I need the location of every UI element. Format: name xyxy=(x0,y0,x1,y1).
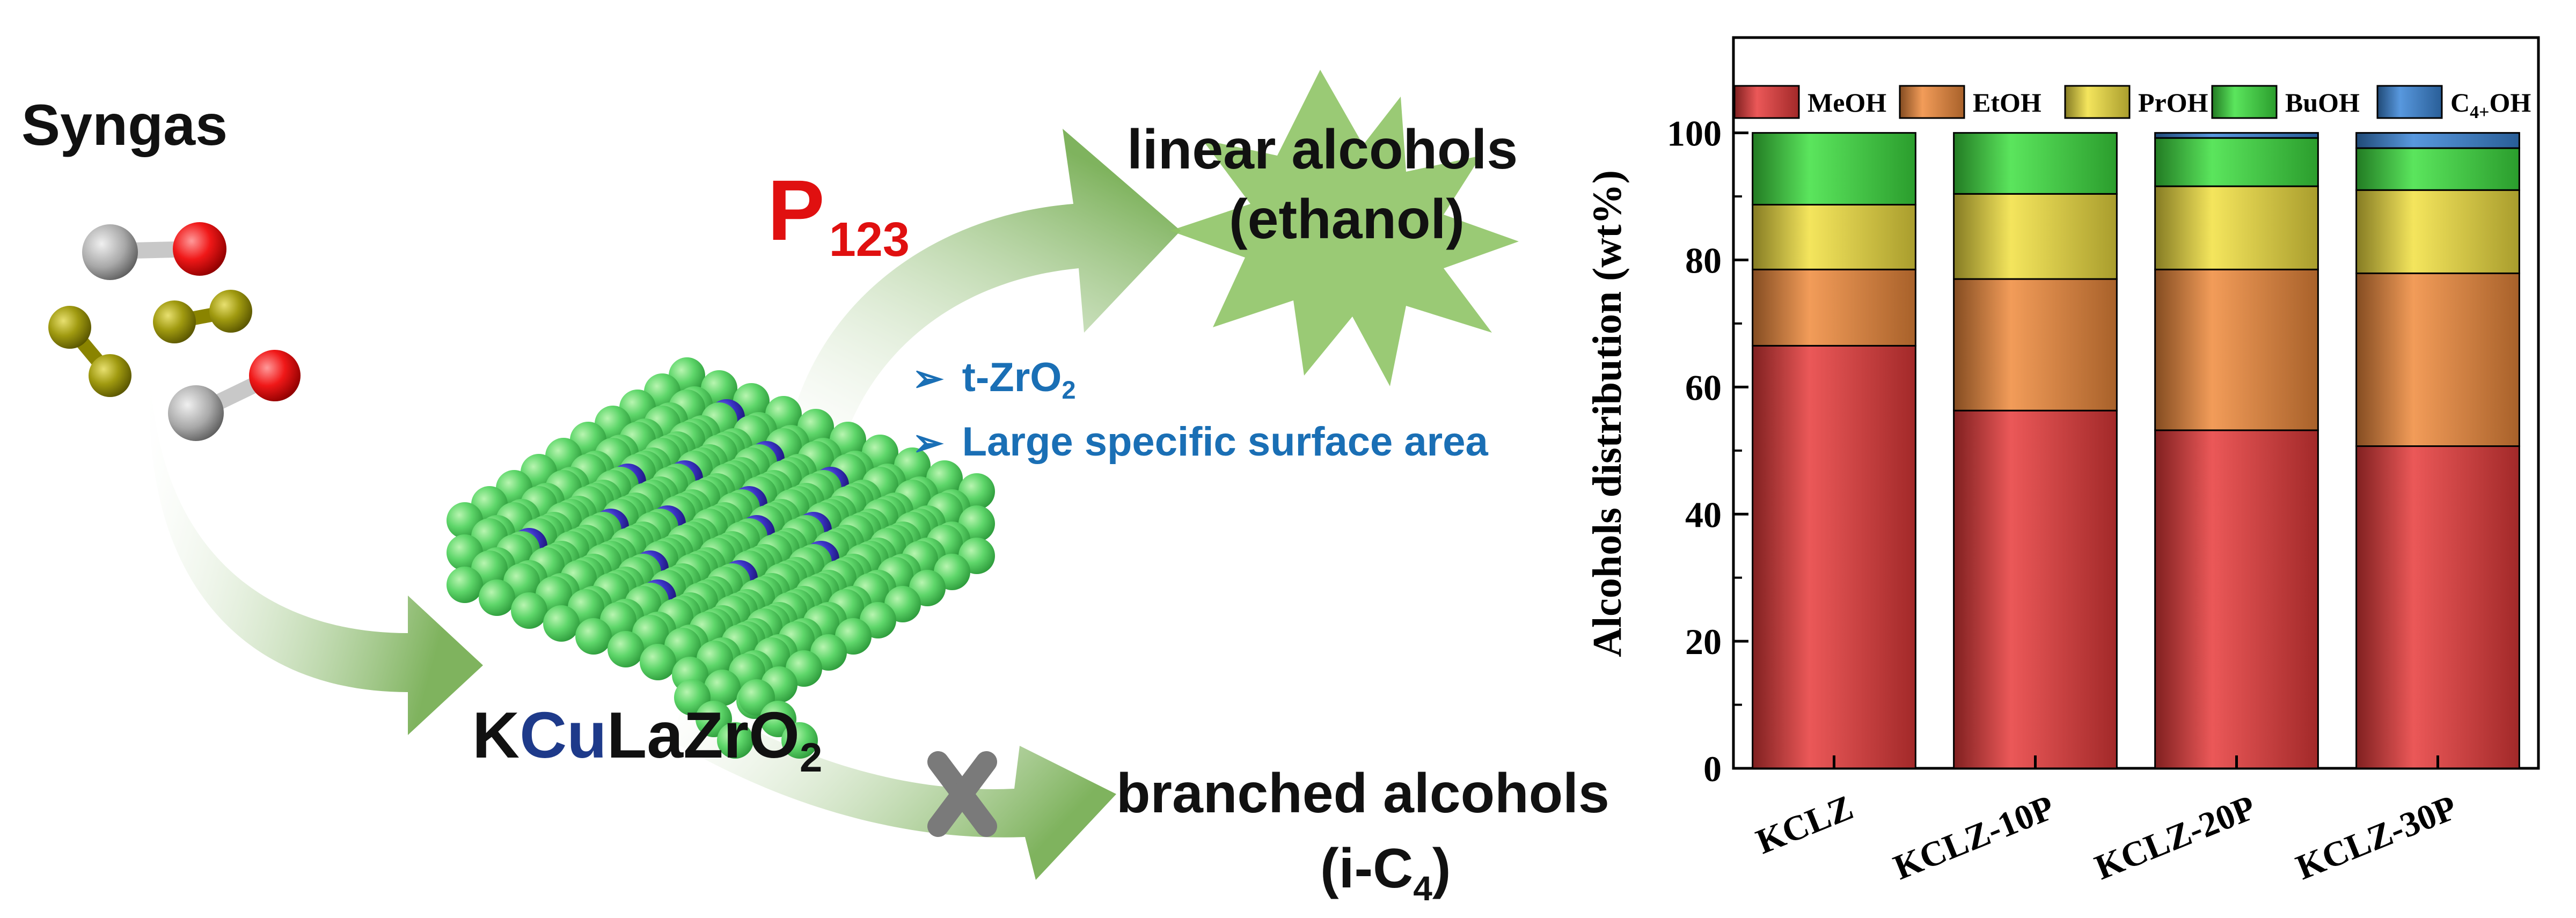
support-atom-icon xyxy=(479,579,515,616)
bar-segment-etoh xyxy=(1953,278,2118,412)
x-tick-label: KCLZ xyxy=(1751,788,1858,862)
branched-alcohols-label: branched alcohols xyxy=(1116,762,1609,825)
support-atom-icon xyxy=(608,631,644,667)
bar-segment-buoh xyxy=(1953,132,2118,195)
p123-main: P xyxy=(767,162,825,258)
legend-swatch xyxy=(1733,85,1800,119)
ethanol-starburst-icon xyxy=(1170,70,1519,386)
p123-subscript: 123 xyxy=(829,213,910,267)
catalyst-label: KCuLaZrO2 xyxy=(472,697,822,781)
legend-swatch xyxy=(2376,85,2443,119)
catalyst-subscript: 2 xyxy=(800,735,823,781)
plot-frame xyxy=(1732,36,2540,770)
bar-segment-buoh xyxy=(1752,132,1916,205)
x-tick-label: KCLZ-20P xyxy=(2089,788,2261,887)
legend-swatch xyxy=(2211,85,2278,119)
support-atom-icon xyxy=(543,605,580,642)
x-tick-label: KCLZ-30P xyxy=(2290,788,2462,887)
y-tick-label: 60 xyxy=(1685,367,1722,408)
x-tick-label: KCLZ-10P xyxy=(1888,788,2060,887)
iso-c4-pre: (i-C xyxy=(1320,838,1414,900)
feature-text: t-ZrO xyxy=(962,355,1062,400)
bar-segment-proh xyxy=(1953,193,2118,280)
feature-text: Large specific surface area xyxy=(962,419,1488,465)
legend-label: BuOH xyxy=(2285,87,2360,117)
support-atom-icon xyxy=(704,670,741,706)
feature-tzro2: ➢ t-ZrO2 xyxy=(912,354,1076,405)
bar-segment-meoh xyxy=(1953,409,2118,769)
legend-label: C4+OH xyxy=(2450,87,2531,122)
bar-segment-buoh xyxy=(2355,147,2520,191)
feature-surface-area: ➢ Large specific surface area xyxy=(912,418,1488,465)
h2-molecule-icon xyxy=(153,290,252,343)
syngas-to-catalyst-arrow xyxy=(149,376,483,735)
support-atom-icon xyxy=(717,722,753,759)
support-atom-icon xyxy=(511,592,547,629)
y-tick-label: 0 xyxy=(1703,748,1722,789)
blocked-cross-icon xyxy=(927,751,997,837)
bar-segment-proh xyxy=(2355,189,2520,274)
bar-segment-buoh xyxy=(2154,137,2319,187)
co-molecule-icon xyxy=(168,350,301,441)
y-tick-label: 100 xyxy=(1667,113,1722,154)
bar-segment-meoh xyxy=(2154,429,2319,769)
iso-c4-label: (i-C4) xyxy=(1320,837,1451,908)
legend-swatch xyxy=(1899,85,1965,119)
legend-label: MeOH xyxy=(1807,87,1886,117)
syngas-label: Syngas xyxy=(21,92,228,157)
y-tick-label: 20 xyxy=(1685,621,1722,662)
bar-segment-etoh xyxy=(2355,272,2520,447)
y-tick-label: 80 xyxy=(1685,240,1722,281)
reaction-scheme xyxy=(48,70,1519,880)
bar-segment-proh xyxy=(2154,185,2319,270)
catalyst-particle-icon xyxy=(447,357,995,759)
bar-segment-etoh xyxy=(2154,268,2319,431)
catalyst-cu: Cu xyxy=(519,699,607,772)
iso-c4-post: ) xyxy=(1432,838,1451,900)
support-atom-icon xyxy=(640,644,676,680)
p123-label: P123 xyxy=(767,161,910,268)
support-atom-icon xyxy=(447,567,483,603)
catalyst-rest: LaZrO xyxy=(606,699,800,772)
iso-c4-sub: 4 xyxy=(1413,869,1432,908)
feature-subscript: 2 xyxy=(1062,376,1076,405)
legend-swatch xyxy=(2064,85,2131,119)
support-atom-icon xyxy=(781,722,818,759)
arrowhead-bullet-icon: ➢ xyxy=(912,422,944,464)
y-tick-label: 40 xyxy=(1685,494,1722,535)
bar-segment-meoh xyxy=(2355,445,2520,769)
bar-segment-c4plusoh xyxy=(2154,132,2319,139)
support-atom-icon xyxy=(575,618,612,655)
branched-product-arrow xyxy=(671,692,1116,880)
linear-product-arrow xyxy=(789,129,1181,461)
catalyst-k: K xyxy=(472,699,520,772)
bar-segment-meoh xyxy=(1752,344,1916,769)
bar-segment-proh xyxy=(1752,203,1916,270)
arrowhead-bullet-icon: ➢ xyxy=(912,357,944,399)
h2-molecule-icon xyxy=(48,306,131,397)
bar-segment-etoh xyxy=(1752,268,1916,347)
linear-alcohols-label: linear alcohols xyxy=(1127,119,1518,181)
legend-label: PrOH xyxy=(2138,87,2208,117)
bar-segment-c4plusoh xyxy=(2355,132,2520,149)
ethanol-label: (ethanol) xyxy=(1229,188,1465,251)
legend-label: EtOH xyxy=(1973,87,2041,117)
co-molecule-icon xyxy=(82,222,226,280)
